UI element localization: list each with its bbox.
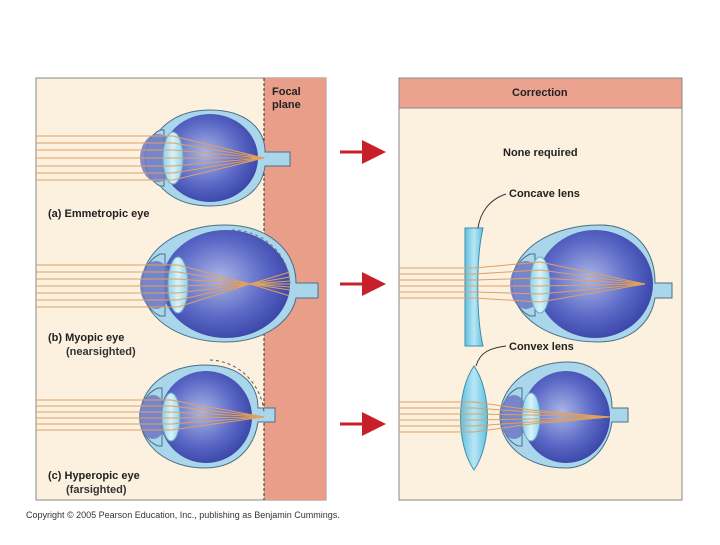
corrected-myopic-rays — [399, 261, 646, 303]
concave-lens — [464, 193, 507, 347]
copyright-notice: Copyright © 2005 Pearson Education, Inc.… — [26, 510, 340, 520]
hyperopic-eye — [139, 359, 276, 469]
correction-header: Correction — [512, 87, 568, 99]
myopic-rays — [36, 264, 291, 308]
corrected-myopic-eye — [510, 224, 673, 343]
convex-lens-label: Convex lens — [509, 341, 574, 353]
convex-lens — [460, 345, 507, 471]
hyperopic-rays — [36, 399, 265, 431]
emmetropic-eye-label: (a) Emmetropic eye — [48, 208, 150, 220]
concave-lens-label: Concave lens — [509, 188, 580, 200]
correction-header-bar — [398, 77, 683, 109]
hyperopic-eye-note: (farsighted) — [66, 484, 127, 496]
corrected-hyperopic-eye — [499, 361, 629, 469]
emmetropic-eye — [140, 109, 291, 207]
emmetropic-rays — [36, 135, 265, 181]
none-required-label: None required — [503, 147, 578, 159]
myopic-eye-label: (b) Myopic eye — [48, 332, 125, 344]
myopic-eye — [140, 224, 319, 343]
myopic-eye-note: (nearsighted) — [66, 346, 136, 358]
corrected-hyperopic-rays — [399, 401, 611, 433]
focal-plane-label: Focal plane — [272, 86, 301, 111]
hyperopic-eye-label: (c) Hyperopic eye — [48, 470, 140, 482]
